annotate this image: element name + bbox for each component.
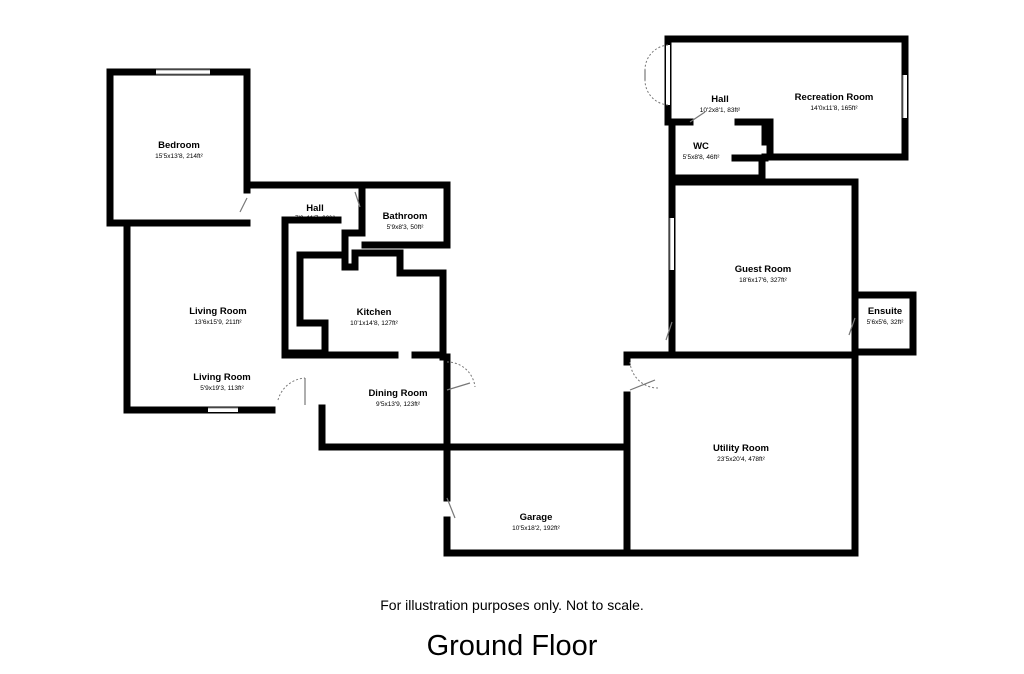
room-name-bedroom: Bedroom — [158, 140, 200, 151]
room-dims-living-room: 13'6x15'9, 211ft² — [194, 319, 242, 326]
room-name-utility-room: Utility Room — [713, 443, 769, 454]
walls — [106, 35, 917, 557]
room-dims-guest-room: 18'6x17'6, 327ft² — [739, 277, 787, 284]
room-name-recreation-room: Recreation Room — [795, 92, 874, 103]
room-dims-utility-room: 23'5x20'4, 478ft² — [717, 456, 765, 463]
disclaimer-text: For illustration purposes only. Not to s… — [380, 597, 644, 613]
room-name-bathroom: Bathroom — [383, 211, 428, 222]
external-door-icon — [644, 44, 669, 71]
room-dims-garage: 10'5x18'2, 192ft² — [512, 525, 560, 532]
ensuite-door-icon — [848, 317, 856, 336]
room-dims-wc: 5'5x8'8, 46ft² — [683, 154, 721, 161]
bathroom-divider — [341, 181, 447, 361]
room-name-living-room: Living Room — [189, 306, 247, 317]
room-name-hall-2: Hall — [711, 94, 728, 105]
room-dims-dining-room: 9'5x13'9, 123ft² — [376, 401, 421, 408]
utility-room-door-icon — [629, 361, 659, 389]
dining-room-walls — [318, 353, 451, 451]
bedroom-walls — [106, 68, 251, 227]
utility-room-walls — [623, 351, 859, 557]
room-dims-ensuite: 5'6x5'6, 32ft² — [867, 319, 905, 326]
hall-inner-wall — [281, 216, 349, 357]
windows — [156, 45, 907, 412]
doors — [239, 44, 856, 519]
right-hall-walls — [668, 118, 769, 186]
living-room-door-icon — [277, 377, 306, 401]
room-dims-recreation-room: 14'0x11'8, 165ft² — [810, 105, 858, 112]
dining-room-door-leaf — [446, 382, 471, 391]
room-labels: Bedroom 15'5x13'8, 214ft² Hall 7'0x11'7,… — [155, 92, 904, 532]
dining-room-door-icon — [446, 361, 476, 388]
room-name-kitchen: Kitchen — [357, 307, 392, 318]
ensuite-walls — [851, 291, 917, 356]
bedroom-door-icon — [239, 197, 248, 213]
room-name-dining-room: Dining Room — [368, 388, 427, 399]
room-name-wc: WC — [693, 141, 709, 152]
room-name-garage: Garage — [520, 512, 553, 523]
recreation-inner-wall — [734, 118, 774, 161]
room-dims-bedroom: 15'5x13'8, 214ft² — [155, 153, 203, 160]
room-name-living-room-2: Living Room — [193, 372, 251, 383]
room-dims-hall: 7'0x11'7, 66ft² — [295, 215, 336, 222]
hall-walls — [243, 181, 451, 249]
garage-walls — [443, 443, 631, 557]
external-door-icon-2 — [644, 79, 669, 106]
guest-room-door-icon — [665, 321, 673, 341]
right-hall-door-icon — [689, 111, 706, 123]
floor-title: Ground Floor — [426, 630, 598, 662]
room-dims-bathroom: 5'9x8'3, 50ft² — [387, 224, 425, 231]
room-name-guest-room: Guest Room — [735, 264, 791, 275]
room-name-ensuite: Ensuite — [868, 306, 902, 317]
room-dims-kitchen: 10'1x14'8, 127ft² — [350, 320, 398, 327]
garage-door-icon — [446, 497, 456, 519]
utility-room-door-leaf — [629, 379, 656, 391]
bathroom-door-icon — [354, 191, 361, 208]
room-dims-living-room-2: 5'9x19'3, 113ft² — [200, 385, 244, 392]
room-name-hall: Hall — [306, 203, 323, 214]
room-dims-hall-2: 10'2x8'1, 83ft² — [700, 107, 741, 114]
